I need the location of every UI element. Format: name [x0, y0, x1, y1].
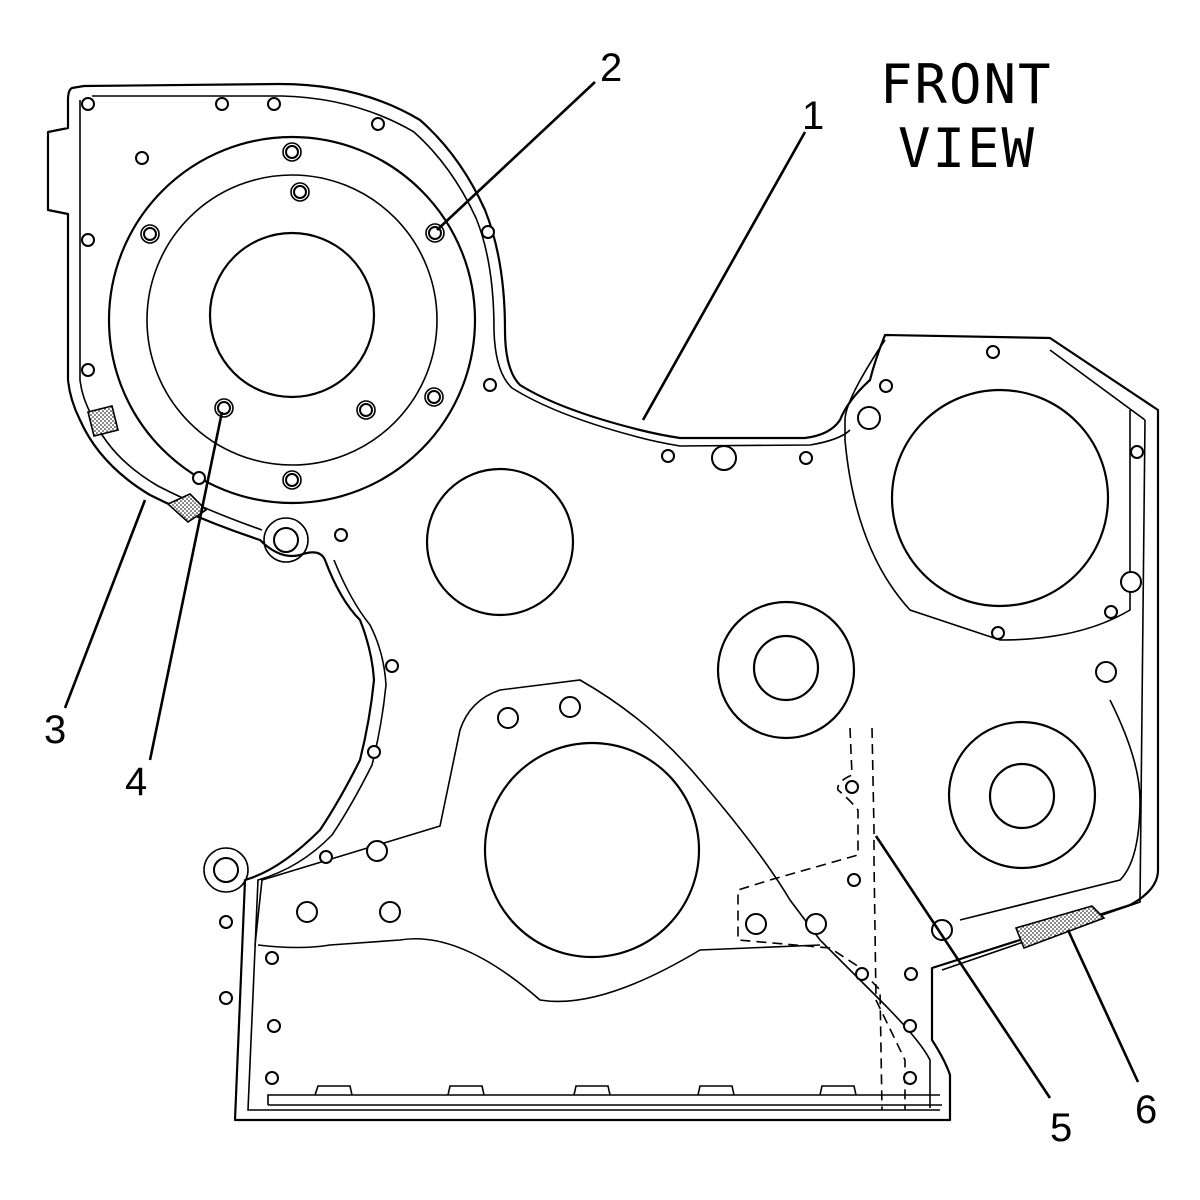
cover-outline: [46, 82, 1160, 1122]
leader-line-6: [1066, 929, 1140, 1083]
upper-housing-outer-ring: [107, 135, 477, 505]
mounting-holes: [81, 97, 1144, 1085]
sealant-area-left: [87, 405, 119, 437]
right-upper-bore: [890, 388, 1110, 608]
lower-main-bore: [483, 741, 701, 959]
leader-line-1: [641, 131, 807, 421]
middle-left-bore: [425, 467, 575, 617]
upper-ring-bolts: [140, 142, 445, 490]
sealant-area-right: [1014, 905, 1106, 950]
view-title-line2: VIEW: [898, 117, 1037, 180]
callout-label-6: 6: [1135, 1088, 1158, 1132]
cover-inner-border: [79, 95, 1146, 1111]
callout-label-1: 1: [802, 94, 825, 138]
leader-line-3: [63, 499, 147, 709]
upper-housing-bore: [208, 231, 376, 399]
right-lower-hub-outer: [947, 720, 1097, 870]
center-hub-inner: [752, 634, 820, 702]
upper-housing-inner-ring: [146, 174, 438, 466]
callout-label-5: 5: [1050, 1106, 1073, 1150]
callout-label-2: 2: [600, 46, 623, 90]
center-hub-outer: [716, 600, 856, 740]
callout-label-3: 3: [44, 708, 67, 752]
view-title-line1: FRONT: [880, 53, 1053, 116]
leader-line-2: [436, 81, 596, 231]
right-lower-hub-inner: [988, 762, 1056, 830]
leader-line-4: [148, 411, 224, 761]
leader-line-5: [874, 835, 1052, 1099]
sealant-area-lower-left: [166, 493, 208, 524]
callout-label-4: 4: [125, 760, 148, 804]
